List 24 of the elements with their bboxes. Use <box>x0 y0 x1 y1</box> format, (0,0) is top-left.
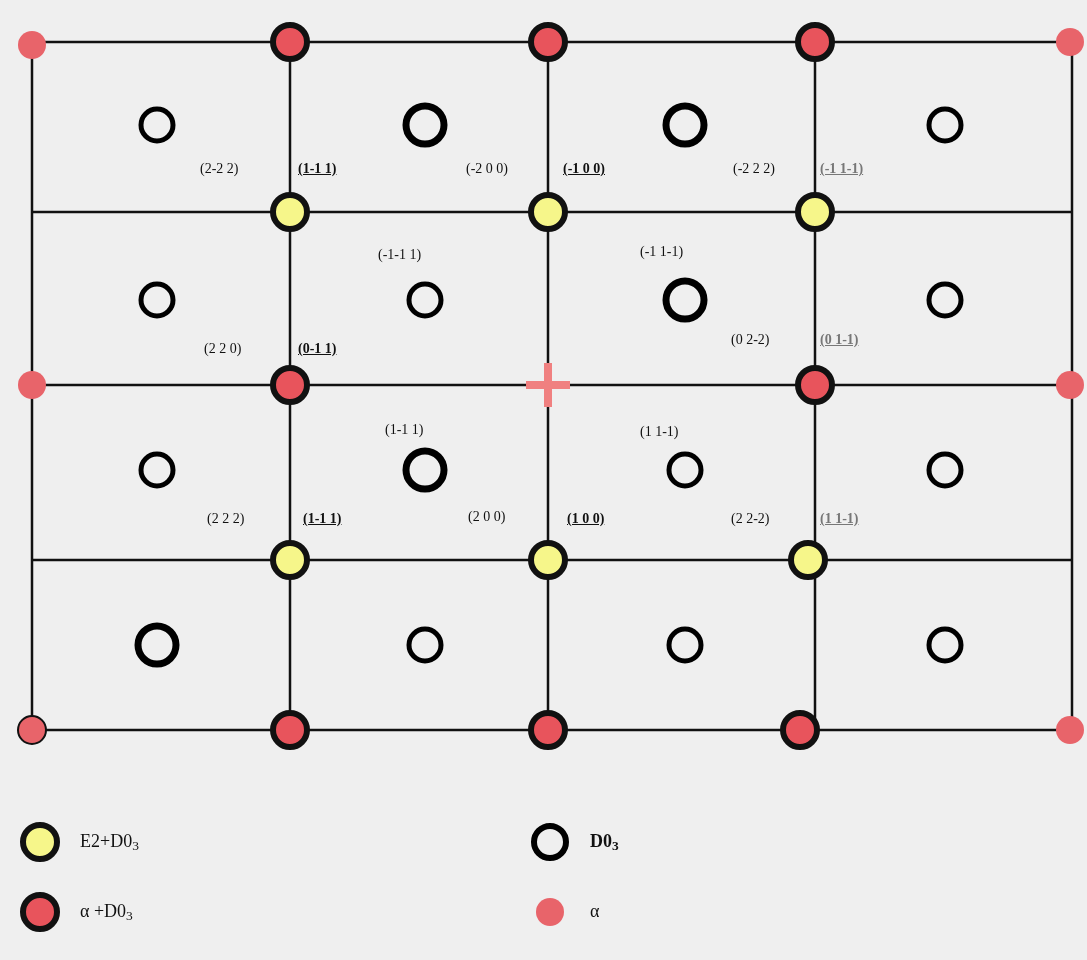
miller-index: (-1 1-1) <box>640 245 684 259</box>
miller-index: (1 1-1) <box>640 425 679 439</box>
miller-index: (1-1 1) <box>303 512 342 526</box>
miller-index: (-2 2 2) <box>733 162 775 176</box>
miller-index: (0 2-2) <box>731 333 770 347</box>
miller-index: (1-1 1) <box>385 423 424 437</box>
miller-index: (-1 0 0) <box>563 162 605 176</box>
legend-label: α <box>590 902 600 920</box>
miller-index: (2 2-2) <box>731 512 770 526</box>
legend-label: α +D0$_{3}$ <box>80 902 133 920</box>
miller-index: (1 0 0) <box>567 512 605 526</box>
miller-index: (-1-1 1) <box>378 248 422 262</box>
legend-label: D0$_{3}$ <box>590 832 619 850</box>
miller-index: (2 2 0) <box>204 342 242 356</box>
miller-index: (1 1-1) <box>820 512 859 526</box>
miller-index: (1-1 1) <box>298 162 337 176</box>
miller-index: (2-2 2) <box>200 162 239 176</box>
miller-index: (0-1 1) <box>298 342 337 356</box>
miller-index: (2 0 0) <box>468 510 506 524</box>
miller-index: (-2 0 0) <box>466 162 508 176</box>
miller-index: (-1 1-1) <box>820 162 864 176</box>
legend-label: E2+D0$_{3}$ <box>80 832 139 850</box>
miller-index: (2 2 2) <box>207 512 245 526</box>
miller-index: (0 1-1) <box>820 333 859 347</box>
